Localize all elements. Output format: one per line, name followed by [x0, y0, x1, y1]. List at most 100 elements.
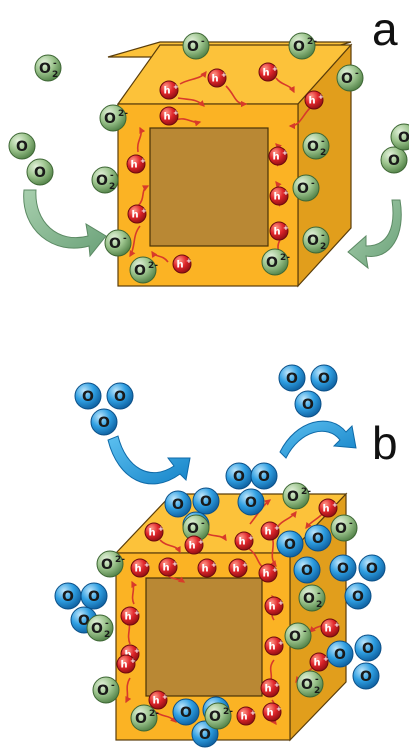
hole-icon: h+ [197, 558, 217, 578]
hole-icon: h+ [158, 557, 178, 577]
particle-charge: - [311, 179, 315, 189]
particle-charge: + [158, 525, 164, 533]
hole-icon: h+ [116, 654, 136, 674]
flow-arrow-icon [23, 189, 107, 258]
particle-label: h [211, 74, 218, 85]
flow-arrow-icon [347, 199, 402, 270]
particle-charge: - [110, 171, 114, 181]
particle-subscript: 2 [52, 70, 58, 80]
panel-label-b: b [372, 417, 398, 469]
hole-icon: h+ [262, 702, 282, 722]
particle-label: O [293, 39, 305, 55]
hole-icon: h+ [228, 558, 248, 578]
ozone-molecule-icon: O [329, 554, 357, 582]
particle-charge: 2- [223, 707, 233, 717]
particle-charge: + [140, 157, 146, 165]
cube-a-window [149, 127, 269, 247]
hole-icon: h+ [184, 535, 204, 555]
particle-label: h [268, 602, 275, 613]
particle-charge: + [141, 207, 147, 215]
ozone-molecule-icon: O [310, 364, 338, 392]
hole-icon: h+ [258, 563, 278, 583]
particle-charge: - [303, 627, 307, 637]
particle-subscript: 2 [314, 686, 320, 696]
particle-label: O [398, 130, 409, 146]
hole-icon: h+ [236, 706, 256, 726]
hole-icon: h+ [264, 596, 284, 616]
adsorbed-oxygen-icon: O- [182, 514, 210, 542]
particle-label: h [240, 712, 247, 723]
path-arrow [151, 250, 169, 263]
particle-charge: + [242, 561, 248, 569]
path-arrow [175, 118, 202, 127]
hole-icon: h+ [269, 221, 289, 241]
hole-icon: h+ [318, 498, 338, 518]
ozone-molecule-icon: O [294, 390, 322, 418]
particle-label: O [88, 589, 100, 605]
particle-charge: - [317, 589, 321, 599]
particle-charge: + [272, 65, 278, 73]
particle-label: O [98, 415, 110, 431]
ozone-molecule-icon: O [192, 487, 220, 515]
particle-label: h [262, 68, 269, 79]
flow-arrow-icon [279, 420, 357, 459]
ozone-molecule-icon: O [225, 462, 253, 490]
particle-charge: + [278, 599, 284, 607]
particle-label: h [232, 564, 239, 575]
adsorbed-oxygen-icon: O- [182, 32, 210, 60]
particle-charge: + [274, 681, 280, 689]
oxygen-molecule-icon: O [26, 158, 54, 186]
particle-charge: + [186, 257, 192, 265]
hole-icon: h+ [120, 606, 140, 626]
particle-charge: + [334, 621, 340, 629]
ozone-molecule-icon: O [354, 634, 382, 662]
ozone-molecule-icon: O [237, 488, 265, 516]
hole-icon: h+ [304, 90, 324, 110]
hole-icon: h+ [159, 106, 179, 126]
particle-charge: - [355, 69, 359, 79]
particle-label: O [318, 371, 330, 387]
particle-label: O [266, 255, 278, 271]
hole-icon: h+ [126, 154, 146, 174]
hole-icon: h+ [258, 62, 278, 82]
particle-charge: - [53, 59, 57, 69]
path-arrow [288, 107, 311, 130]
particle-charge: + [144, 561, 150, 569]
adsorbed-oxygen-icon: O-2 [296, 670, 324, 698]
particle-label: O [307, 233, 319, 249]
particle-subscript: 2 [316, 600, 322, 610]
particle-charge: + [282, 149, 288, 157]
particle-charge: + [274, 524, 280, 532]
particle-label: h [324, 624, 331, 635]
hole-icon: h+ [130, 558, 150, 578]
oxygen-molecule-icon: O [8, 132, 36, 160]
particle-label: O [233, 469, 245, 485]
particle-charge: + [134, 647, 140, 655]
particle-charge: + [278, 639, 284, 647]
particle-charge: - [201, 519, 205, 529]
particle-label: O [301, 677, 313, 693]
particle-label: O [172, 497, 184, 513]
particle-charge: + [283, 224, 289, 232]
particle-label: h [152, 696, 159, 707]
particle-charge: + [283, 189, 289, 197]
particle-charge: 2- [148, 261, 158, 271]
particle-label: h [273, 192, 280, 203]
particle-label: O [245, 495, 257, 511]
ozone-molecule-icon: O [352, 662, 380, 690]
adsorbed-oxygen-icon: O- [336, 64, 364, 92]
adsorbed-oxygen-icon: O-2 [86, 614, 114, 642]
particle-charge: + [130, 657, 136, 665]
particle-charge: 2- [115, 555, 125, 565]
ozone-molecule-icon: O [276, 530, 304, 558]
path-arrow [131, 580, 138, 605]
particle-label: O [199, 727, 211, 743]
particle-charge: + [173, 109, 179, 117]
particle-label: O [362, 641, 374, 657]
particle-charge: 2- [118, 109, 128, 119]
adsorbed-oxygen-icon: O- [284, 622, 312, 650]
